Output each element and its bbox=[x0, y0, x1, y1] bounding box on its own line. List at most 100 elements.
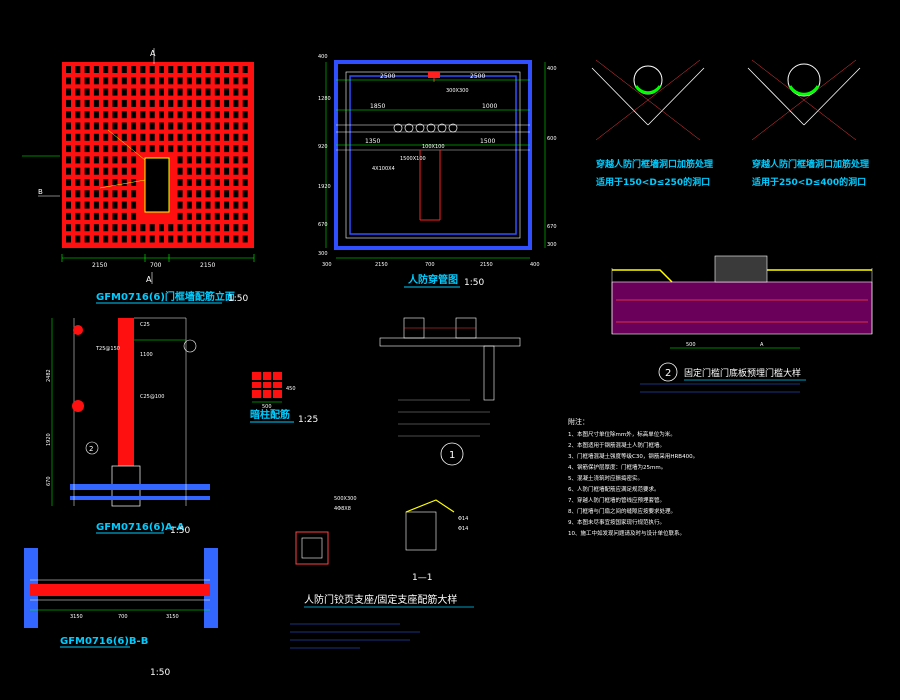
rebar-grid-cell bbox=[214, 179, 220, 186]
rebar-grid-cell bbox=[93, 133, 99, 141]
rebar-grid-cell bbox=[66, 99, 71, 107]
rebar-grid-cell bbox=[112, 212, 118, 220]
rebar-grid-cell bbox=[112, 133, 118, 141]
column-section bbox=[252, 372, 282, 398]
rebar-grid-cell bbox=[205, 122, 211, 130]
rebar-grid-cell bbox=[103, 111, 109, 119]
rebar-grid-cell bbox=[242, 235, 248, 243]
rebar-grid-cell bbox=[84, 88, 90, 96]
rebar-grid-cell bbox=[112, 235, 118, 243]
rebar-grid-cell bbox=[186, 201, 192, 209]
rebar-grid-cell bbox=[233, 122, 239, 130]
pipe-dim-bottom-3: 700 bbox=[425, 262, 435, 268]
rebar-grid-cell bbox=[168, 88, 174, 96]
rebar-grid-cell bbox=[75, 77, 81, 85]
rebar-grid-cell bbox=[168, 235, 174, 243]
rebar-grid-cell bbox=[242, 145, 248, 153]
rebar-grid-cell bbox=[140, 77, 146, 85]
rebar-grid-cell bbox=[196, 224, 202, 232]
rebar-grid-cell bbox=[149, 111, 155, 119]
rebar-grid-cell bbox=[224, 212, 230, 220]
rebar-grid-cell bbox=[66, 224, 71, 232]
rebar-grid-cell bbox=[196, 122, 202, 130]
rebar-grid-cell bbox=[66, 179, 71, 186]
note-item-9: 9、本图未尽事宜按国家现行规范执行。 bbox=[568, 518, 665, 526]
rebar-grid-cell bbox=[103, 212, 109, 220]
rebar-grid-cell bbox=[112, 99, 118, 107]
rebar-grid-cell bbox=[177, 224, 183, 232]
rebar-grid-cell bbox=[186, 190, 192, 198]
rebar-grid-cell bbox=[177, 111, 183, 119]
rebar-grid-cell bbox=[177, 77, 183, 85]
rebar-grid-cell bbox=[121, 167, 127, 175]
rebar-grid-cell bbox=[196, 167, 202, 175]
rebar-grid-cell bbox=[224, 77, 230, 85]
rebar-grid-cell bbox=[112, 190, 118, 198]
rebar-grid-cell bbox=[140, 235, 146, 243]
rebar-grid-cell bbox=[121, 99, 127, 107]
rebar-grid-cell bbox=[121, 179, 127, 186]
rebar-grid-cell bbox=[233, 133, 239, 141]
rebar-grid-cell bbox=[159, 99, 164, 107]
pipe-dim-mid-left: 1850 bbox=[370, 103, 385, 110]
rebar-grid-cell bbox=[205, 99, 211, 107]
rebar-grid-cell bbox=[177, 66, 183, 73]
rebar-grid-cell bbox=[177, 99, 183, 107]
section-bb-title: GFM0716(6)B-B bbox=[60, 636, 148, 647]
rebar-grid-cell bbox=[103, 88, 109, 96]
rebar-grid-cell bbox=[131, 190, 137, 198]
rebar-grid-cell bbox=[177, 212, 183, 220]
rebar-grid-cell bbox=[75, 156, 81, 164]
rebar-grid-cell bbox=[177, 190, 183, 198]
rebar-grid-cell bbox=[103, 179, 109, 186]
rebar-grid-cell bbox=[242, 190, 248, 198]
rebar-grid-cell bbox=[177, 133, 183, 141]
section-aa-label-4: 1100 bbox=[140, 352, 153, 358]
rebar-grid-cell bbox=[75, 145, 81, 153]
rebar-grid-cell bbox=[75, 99, 81, 107]
rebar-grid-cell bbox=[177, 145, 183, 153]
rebar-grid-cell bbox=[205, 167, 211, 175]
rebar-grid-cell bbox=[121, 122, 127, 130]
section-aa-callout-circle bbox=[85, 441, 99, 455]
rebar-grid-cell bbox=[75, 66, 81, 73]
rebar-grid-cell bbox=[233, 99, 239, 107]
note-item-8: 8、门框墙与门扇之间的缝隙应按要求处理。 bbox=[568, 507, 676, 515]
sleeve-left-range: 适用于150<D≤250的洞口 bbox=[596, 176, 710, 188]
sill-detail: 500 A 2 固定门槛门底板预埋门槛大样 bbox=[611, 255, 873, 393]
rebar-grid-cell bbox=[186, 167, 192, 175]
rebar-grid-cell bbox=[66, 88, 71, 96]
rebar-grid-cell bbox=[84, 167, 90, 175]
rebar-grid-cell bbox=[186, 179, 192, 186]
rebar-grid-cell bbox=[75, 201, 81, 209]
elevation-section-mark-bottom: A bbox=[146, 275, 152, 284]
rebar-grid-cell bbox=[242, 111, 248, 119]
rebar-grid-cell bbox=[93, 99, 99, 107]
rebar-grid-cell bbox=[93, 201, 99, 209]
rebar-grid-cell bbox=[93, 77, 99, 85]
rebar-grid-cell bbox=[103, 133, 109, 141]
pipe-dim-top-left: 2500 bbox=[380, 73, 395, 80]
rebar-grid-cell bbox=[168, 111, 174, 119]
rebar-grid-cell bbox=[186, 111, 192, 119]
rebar-grid-cell bbox=[140, 133, 146, 141]
rebar-grid-cell bbox=[103, 235, 109, 243]
pipe-dim-left-3: 920 bbox=[318, 144, 328, 150]
rebar-grid-cell bbox=[103, 156, 109, 164]
rebar-grid-cell bbox=[140, 145, 146, 153]
rebar-grid-cell bbox=[242, 167, 248, 175]
general-notes: 附注： 1、本图尺寸单位除mm外，标高单位为米。 2、本图适用于钢筋混凝土人防门… bbox=[568, 417, 698, 537]
rebar-grid-cell bbox=[177, 235, 183, 243]
rebar-grid-cell bbox=[205, 201, 211, 209]
rebar-grid-cell bbox=[112, 224, 118, 232]
section-aa-callout: 2 bbox=[89, 445, 93, 453]
rebar-grid-cell bbox=[196, 179, 202, 186]
rebar-grid-cell bbox=[242, 99, 248, 107]
rebar-grid-cell bbox=[214, 99, 220, 107]
section-aa-marker-top bbox=[73, 325, 83, 335]
rebar-grid-cell bbox=[196, 66, 202, 73]
rebar-grid-cell bbox=[205, 235, 211, 243]
rebar-grid-cell bbox=[159, 88, 164, 96]
rebar-grid-cell bbox=[159, 122, 164, 130]
rebar-grid-cell bbox=[186, 99, 192, 107]
